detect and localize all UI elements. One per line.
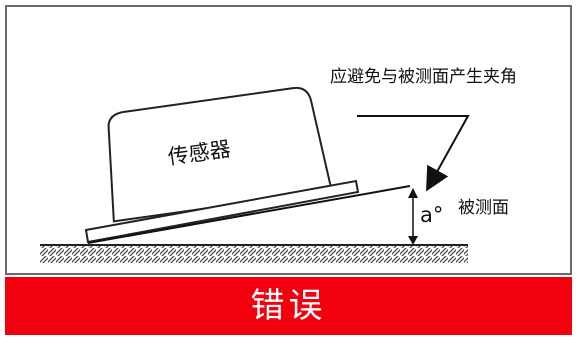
warning-pointer-line	[357, 115, 470, 192]
angle-dimension-top-arrow	[408, 188, 418, 198]
angle-label: a°	[420, 203, 443, 227]
ground-hatching	[40, 245, 468, 263]
sensor-base-plate	[84, 179, 360, 244]
surface-label: 被测面	[458, 198, 509, 218]
sensor	[107, 86, 333, 223]
error-banner: 错误	[5, 277, 572, 335]
inclined-line	[87, 185, 411, 244]
warning-text: 应避免与被测面产生夹角	[330, 67, 517, 87]
angle-dimension-bottom-arrow	[408, 236, 418, 245]
sensor-body	[107, 86, 333, 223]
error-label: 错误	[250, 286, 327, 326]
